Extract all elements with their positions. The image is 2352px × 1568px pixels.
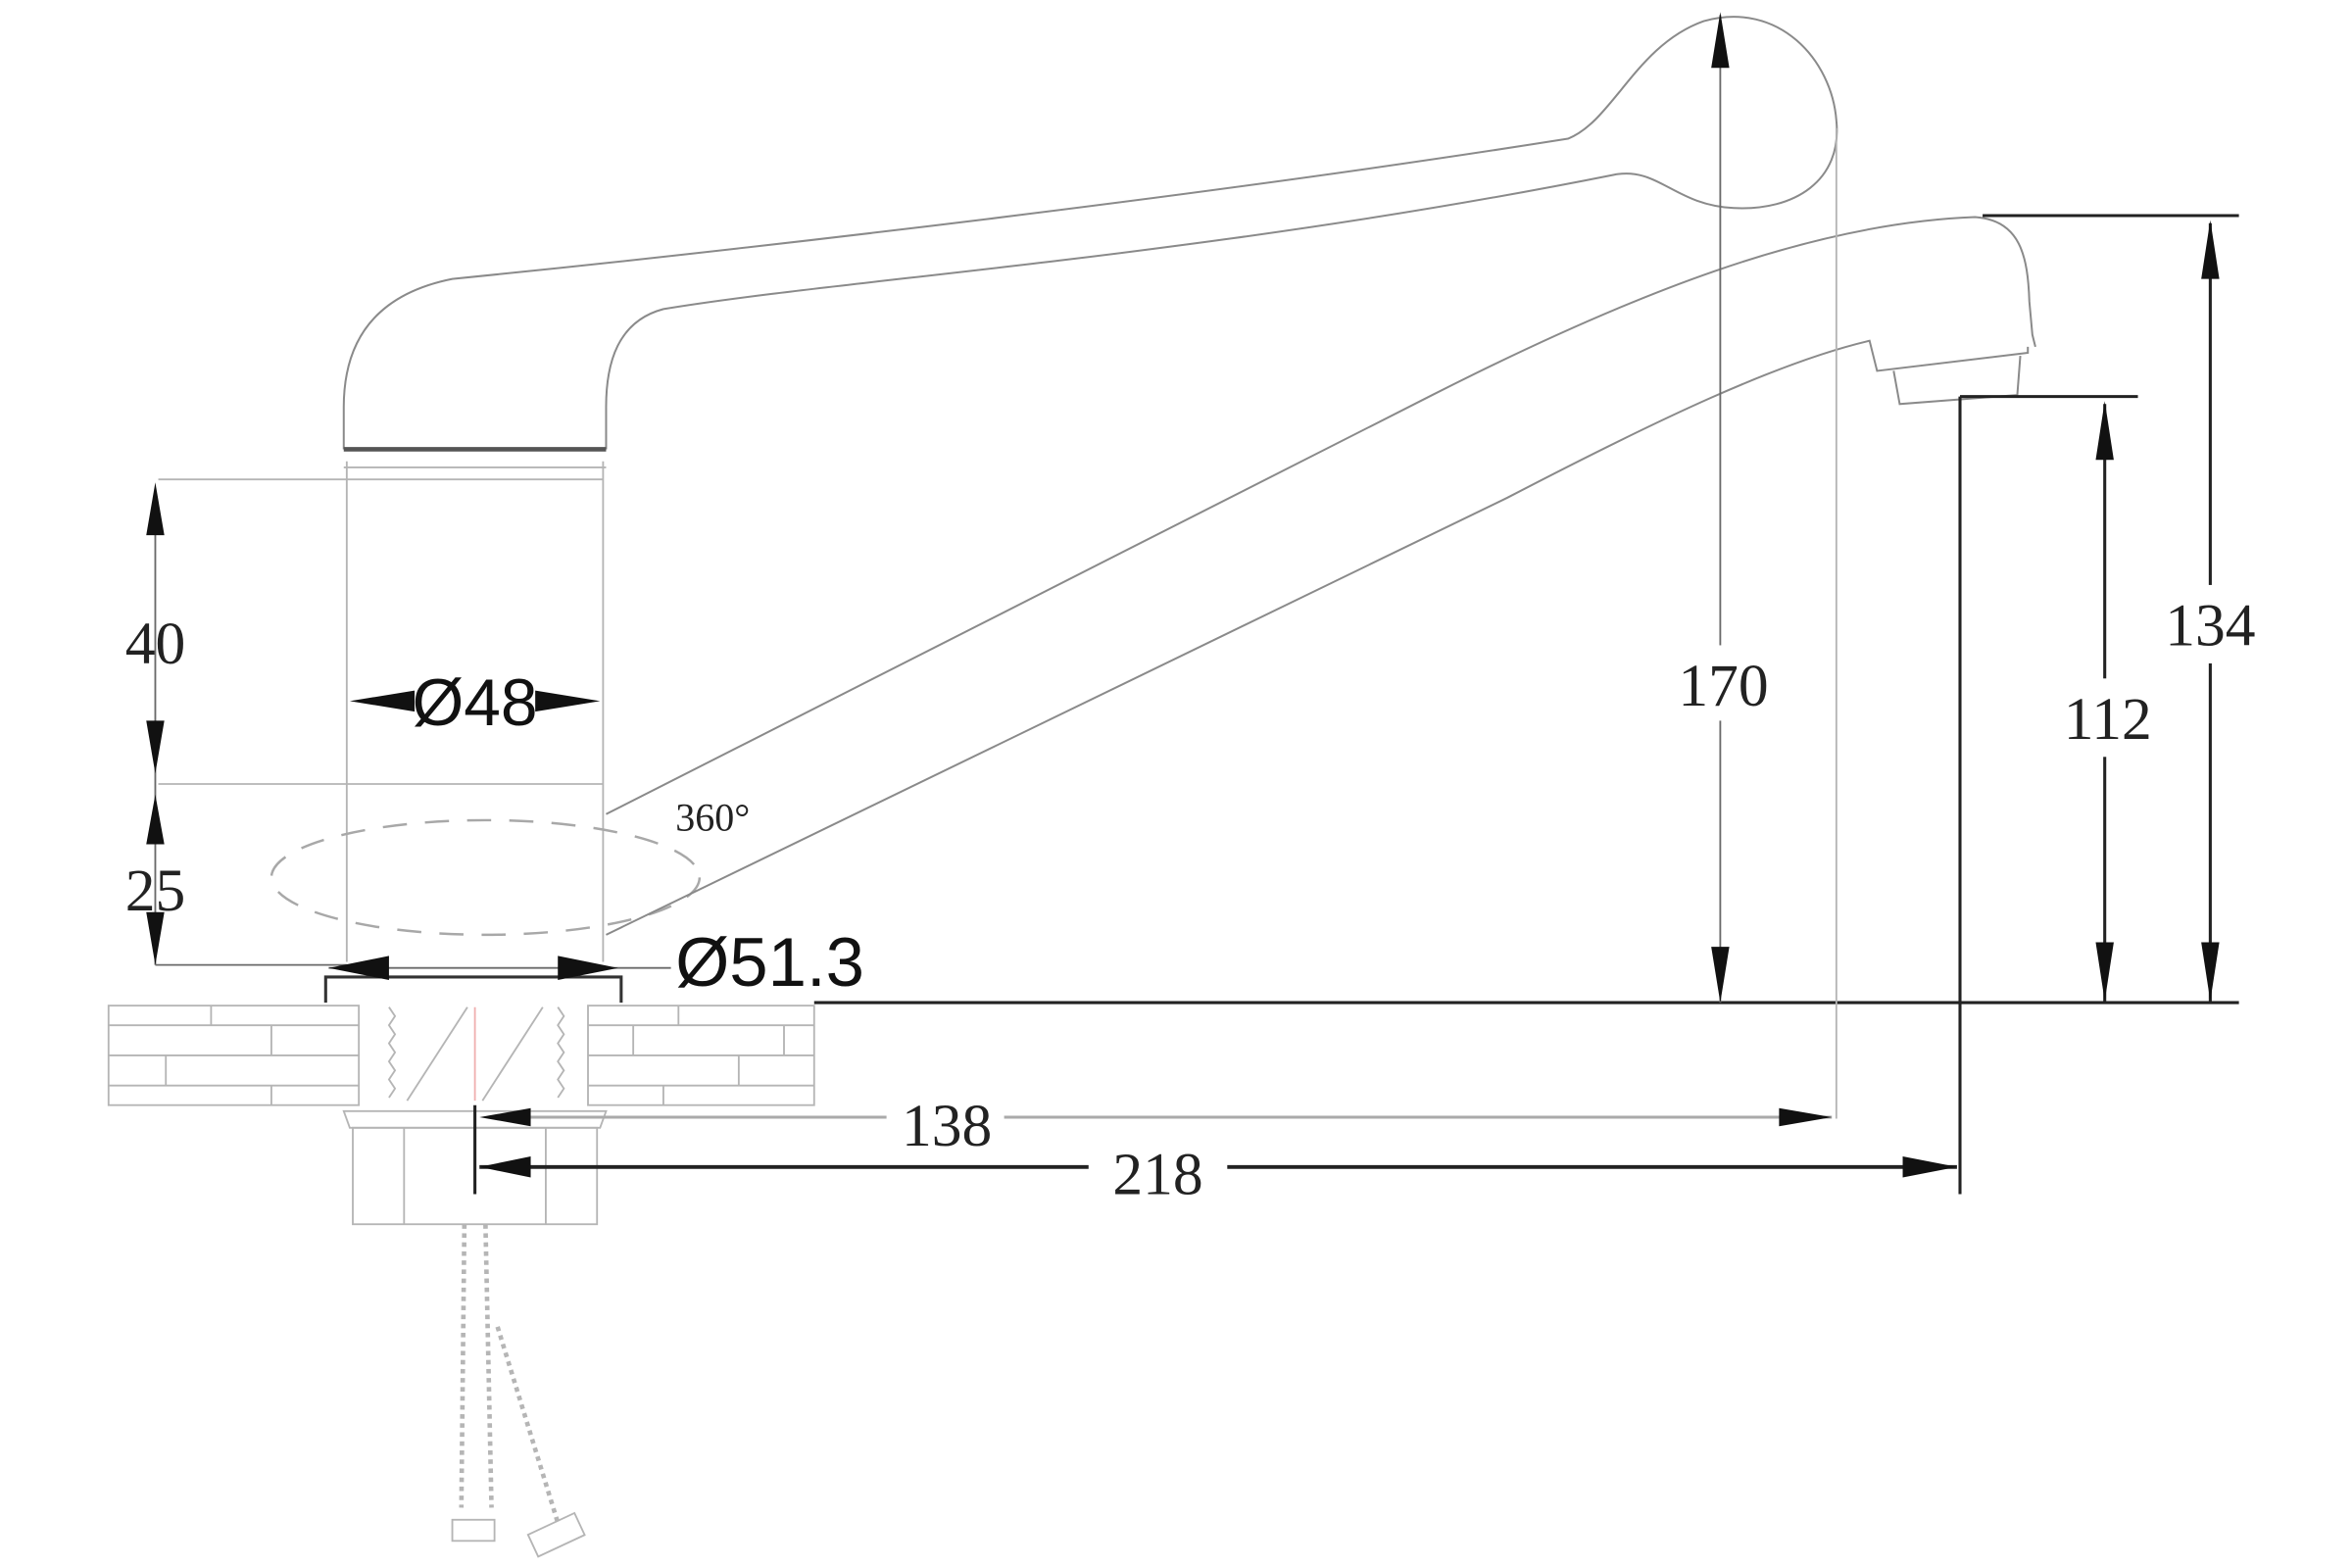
base-plate: [323, 975, 623, 1004]
swivel-ellipse: [270, 818, 702, 937]
dim-label-134: 134: [2165, 592, 2255, 659]
dim-body-diameter: [349, 690, 601, 712]
dim-outlet-height: [1958, 395, 2138, 1195]
dim-label-40: 40: [125, 611, 186, 677]
dim-base-diameter: [328, 956, 671, 980]
dim-handle-reach: [473, 1104, 1833, 1195]
dim-label-170: 170: [1678, 653, 1768, 719]
dim-label-112: 112: [2064, 686, 2152, 753]
dim-body-heights: [146, 482, 347, 966]
lever-handle: [342, 16, 1838, 452]
dim-total-height: [1711, 12, 1838, 1119]
dim-label-25: 25: [125, 858, 186, 924]
faucet-body: [158, 461, 702, 962]
spout: [606, 216, 2036, 936]
swivel-angle-label: 360°: [675, 796, 750, 840]
dim-label-138: 138: [902, 1093, 992, 1159]
countertop-section: [107, 1004, 815, 1106]
supply-hoses: [451, 1224, 586, 1558]
dim-label-d51-3: Ø51.3: [675, 923, 864, 1001]
dim-label-218: 218: [1112, 1141, 1202, 1207]
dim-label-d48: Ø48: [413, 666, 538, 740]
